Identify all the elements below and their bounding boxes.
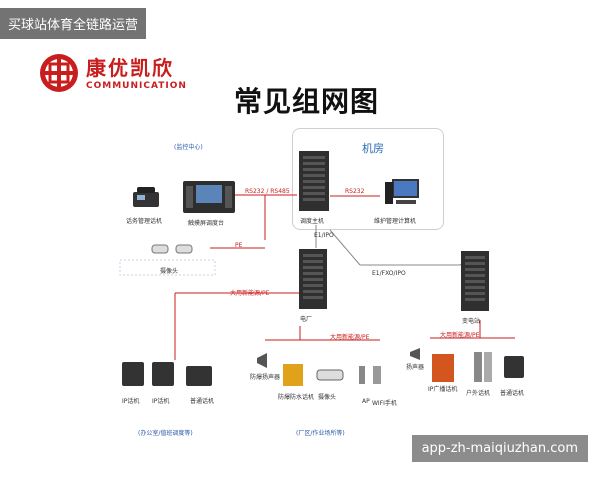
substation-label: 变电站 bbox=[462, 318, 481, 325]
factory-label: 电厂 bbox=[300, 316, 313, 323]
dispatch-host-label: 调度主机 bbox=[300, 218, 325, 225]
diagram-title: 常见组网图 bbox=[234, 85, 380, 118]
wifi-phone-label: WIFI手机 bbox=[372, 400, 397, 407]
ip-phone-label-2: IP话机 bbox=[152, 398, 170, 405]
ip-phone-label-1: IP话机 bbox=[122, 398, 140, 405]
outdoor-phone-label: 户外话机 bbox=[466, 390, 491, 397]
dispatch-host-rack-icon bbox=[299, 151, 329, 211]
dispatch-phone-label: 话务管理话机 bbox=[126, 218, 163, 225]
maint-pc-label: 维护管理计算机 bbox=[374, 218, 417, 225]
camera2-label: 摄像头 bbox=[318, 394, 337, 401]
touch-console-icon bbox=[183, 181, 235, 213]
ip-broadcast-label: IP广播话机 bbox=[428, 386, 458, 393]
substation-lan-label: 大用新能源/PE bbox=[440, 332, 480, 339]
computer-icon bbox=[385, 179, 419, 204]
normal-phone-label: 普通话机 bbox=[190, 398, 215, 405]
line-e1fxo bbox=[329, 229, 361, 266]
desk-phone-icon bbox=[133, 187, 159, 207]
ap-label: AP bbox=[362, 398, 370, 405]
server-room-label: 机房 bbox=[362, 142, 384, 155]
workshop-area-label: (厂区/作业场所等) bbox=[296, 430, 345, 437]
explosion-phone-label: 防爆防水话机 bbox=[278, 394, 315, 401]
office-area-label: (办公室/值班调度等) bbox=[138, 430, 193, 437]
substation-devices-icon bbox=[410, 348, 524, 382]
rs232-label-b: RS232 bbox=[345, 188, 365, 195]
speaker-label: 扬声器 bbox=[406, 364, 425, 371]
logo-text: 康优凯欣 COMMUNICATION bbox=[86, 52, 187, 91]
workshop-lan-label: 大用新能源/PE bbox=[330, 334, 370, 341]
e1fxoipo-label: E1/FXO/IPO bbox=[372, 270, 406, 277]
e1ipo-label: E1/IPO bbox=[314, 232, 334, 239]
factory-rack-icon bbox=[299, 249, 327, 309]
company-logo-icon bbox=[40, 54, 78, 92]
normal-phone-sub-label: 普通话机 bbox=[500, 390, 525, 397]
logo-en: COMMUNICATION bbox=[86, 81, 187, 91]
camera-label: 摄像头 bbox=[160, 268, 179, 275]
watermark: app-zh-maiqiuzhan.com bbox=[411, 435, 588, 462]
workshop-devices-icon bbox=[257, 353, 381, 386]
office-phones-icon bbox=[122, 362, 212, 386]
horn-label: 防爆扬声器 bbox=[250, 374, 281, 381]
camera-icon bbox=[151, 244, 193, 254]
top-banner: 买球站体育全链路运营 bbox=[0, 8, 147, 39]
logo-cn: 康优凯欣 bbox=[86, 56, 174, 80]
pe-label: PE bbox=[235, 242, 243, 249]
touch-console-label: 触摸屏调度台 bbox=[188, 220, 225, 227]
substation-rack-icon bbox=[461, 251, 489, 311]
monitor-center-label: (监控中心) bbox=[174, 144, 203, 151]
rs232-label-a: RS232 / RS485 bbox=[245, 188, 290, 195]
factory-lan-label: 大用新能源/PE bbox=[230, 290, 270, 297]
